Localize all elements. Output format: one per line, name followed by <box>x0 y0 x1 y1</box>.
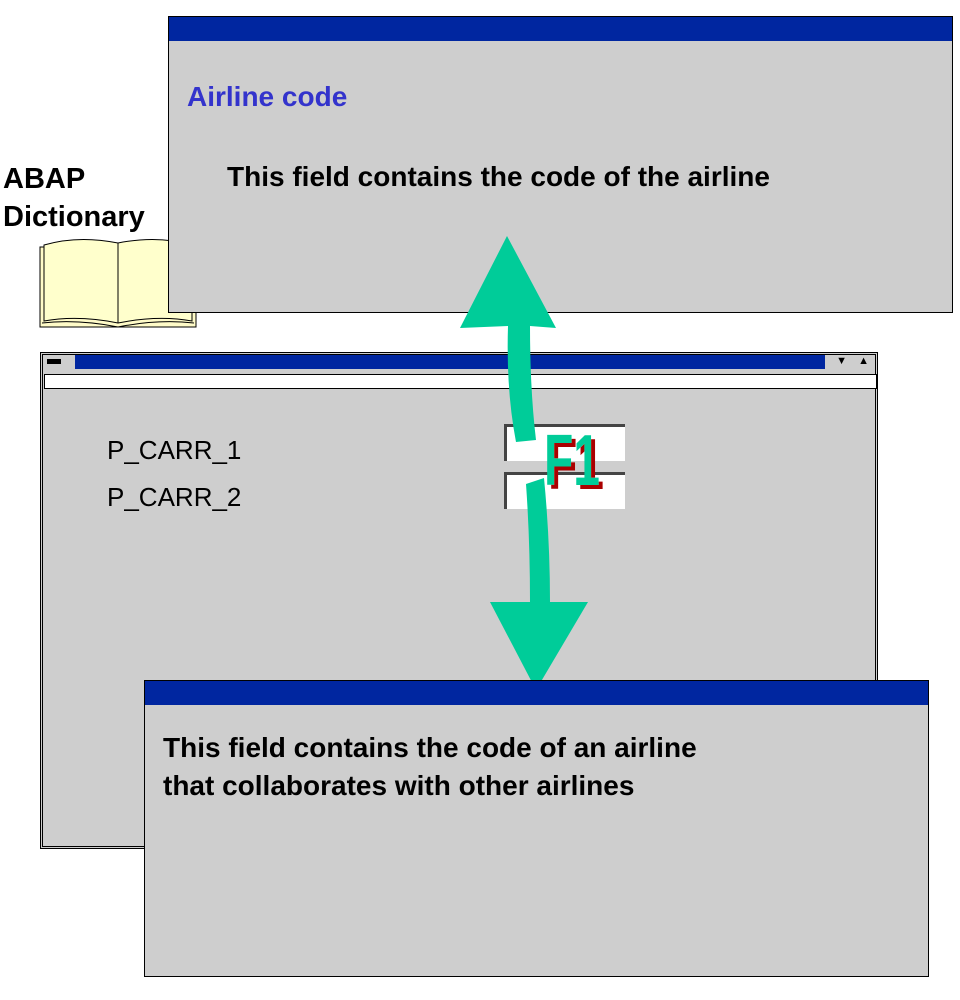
doc-title: Airline code <box>187 81 348 112</box>
p-carr-2-input[interactable] <box>504 472 625 509</box>
title-bar <box>75 355 825 369</box>
parameter-doc-window: This field contains the code of an airli… <box>144 680 929 977</box>
label-line-1: ABAP <box>3 163 86 195</box>
f1-key-label: F1 <box>544 421 600 501</box>
title-bar <box>145 681 928 705</box>
documentation-window: Airline code This field contains the cod… <box>168 16 953 313</box>
title-bar <box>169 17 952 41</box>
abap-dictionary-label: ABAP Dictionary <box>3 160 145 236</box>
doc-line-2: that collaborates with other airlines <box>163 770 635 801</box>
parameter-doc-text: This field contains the code of an airli… <box>163 729 697 805</box>
maximize-icon[interactable]: ▲ <box>858 355 869 367</box>
doc-line-1: This field contains the code of an airli… <box>163 732 697 763</box>
minimize-icon[interactable]: ▼ <box>836 355 847 367</box>
label-line-2: Dictionary <box>3 201 145 233</box>
field-label-p-carr-1: P_CARR_1 <box>107 435 242 465</box>
system-menu-icon[interactable] <box>47 359 61 364</box>
doc-text: This field contains the code of the airl… <box>227 161 770 192</box>
field-label-p-carr-2: P_CARR_2 <box>107 482 242 512</box>
arrow-down-icon <box>490 478 588 690</box>
p-carr-1-input[interactable] <box>504 424 625 461</box>
arrow-up-icon <box>460 236 556 442</box>
menu-bar <box>44 374 877 389</box>
